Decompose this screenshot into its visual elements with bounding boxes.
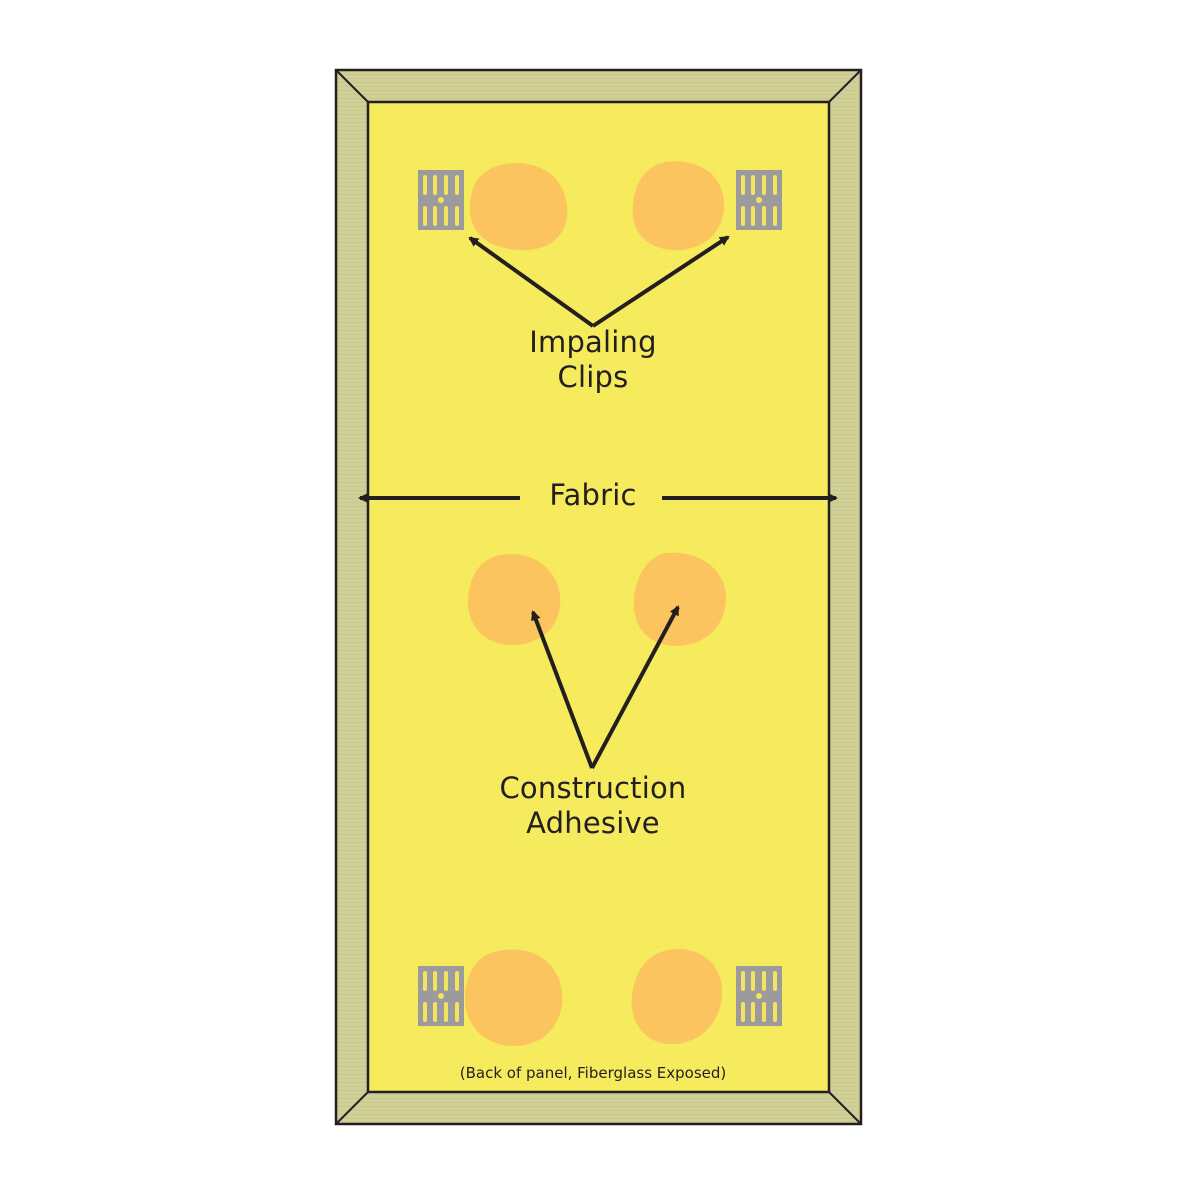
frame-bevel-lines (335, 69, 862, 1125)
impaling-clip-icon (736, 966, 782, 1026)
arrow-to-clip-left (468, 236, 595, 328)
impaling-clip-icon (418, 170, 464, 230)
footnote-caption: (Back of panel, Fiberglass Exposed) (459, 1064, 727, 1082)
panel-face (366, 100, 831, 1094)
construction-adhesive-label-line2: Adhesive (526, 805, 660, 840)
arrow-to-adhesive-left (531, 610, 594, 769)
impaling-clip-icon (418, 966, 464, 1026)
impaling-clip-icon (736, 170, 782, 230)
adhesive-blob-icon (632, 161, 725, 251)
adhesive-blob-icon (464, 949, 563, 1047)
adhesive-blob-icon (633, 552, 727, 647)
adhesive-blob-icon (469, 163, 568, 251)
adhesive-blob-icon (467, 554, 561, 645)
adhesive-spots (464, 161, 727, 1047)
construction-adhesive-label-line1: Construction (499, 771, 687, 805)
construction-adhesive-label: Construction Adhesive (473, 771, 713, 841)
arrow-to-clip-right (591, 235, 730, 328)
fabric-label: Fabric (549, 478, 637, 512)
impaling-clips-label-line2: Clips (557, 359, 629, 394)
adhesive-blob-icon (631, 949, 722, 1045)
impaling-clips-label: Impaling Clips (493, 325, 693, 395)
callout-arrows (358, 235, 838, 769)
impaling-clips-label-line1: Impaling (529, 325, 657, 359)
arrow-to-adhesive-right (590, 605, 680, 769)
